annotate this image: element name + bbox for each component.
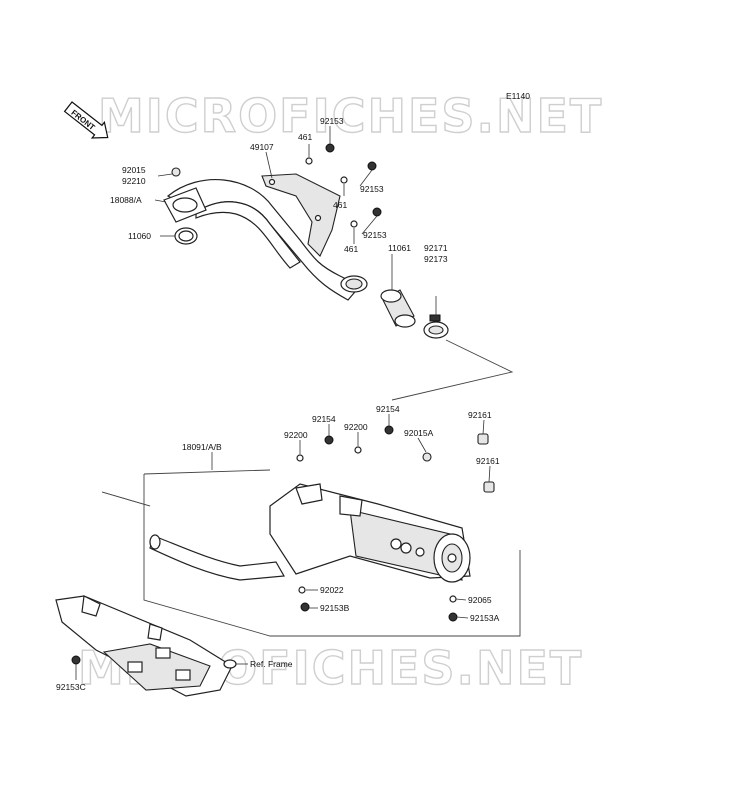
- heat-guard: [261, 173, 341, 257]
- washer-461-c: [350, 220, 358, 228]
- label-92200-b: 92200: [344, 422, 368, 432]
- bolt-92153A: [448, 612, 458, 622]
- part-labels: 92015 92210 18088/A 11060 49107 461 9215…: [56, 116, 500, 692]
- nut-92015: [171, 167, 181, 177]
- diagram-code: E1140: [506, 91, 530, 101]
- label-18091: 18091/A/B: [182, 442, 222, 452]
- watermark-top: MICROFICHES.NET: [98, 89, 603, 143]
- grommet-92161-a: [477, 433, 489, 445]
- label-92015: 92015: [122, 165, 146, 175]
- label-92022: 92022: [320, 585, 344, 595]
- label-ref-frame: Ref. Frame: [250, 659, 293, 669]
- collar-92200-a: [296, 454, 304, 462]
- sleeve-11061: [380, 289, 416, 328]
- collar-92200-b: [354, 446, 362, 454]
- label-92153A: 92153A: [470, 613, 500, 623]
- label-92173: 92173: [424, 254, 448, 264]
- label-49107: 49107: [250, 142, 274, 152]
- label-461-b: 461: [333, 200, 347, 210]
- bolt-92154-a: [324, 435, 334, 445]
- label-92154-b: 92154: [376, 404, 400, 414]
- washer-92022: [298, 586, 306, 594]
- bolt-92154-b: [384, 425, 394, 435]
- label-92200-a: 92200: [284, 430, 308, 440]
- bolt-92153-b: [367, 161, 377, 171]
- label-92161-b: 92161: [476, 456, 500, 466]
- washer-92065: [449, 595, 457, 603]
- label-92153B: 92153B: [320, 603, 350, 613]
- label-92153C: 92153C: [56, 682, 86, 692]
- label-461-c: 461: [344, 244, 358, 254]
- bolt-92153B: [300, 602, 310, 612]
- label-92065: 92065: [468, 595, 492, 605]
- muffler: [149, 483, 471, 583]
- label-11061: 11061: [388, 243, 411, 253]
- bolt-92153-a: [325, 143, 335, 153]
- label-11060: 11060: [128, 231, 151, 241]
- label-461-a: 461: [298, 132, 312, 142]
- leader-lines: [75, 126, 491, 680]
- washer-461-a: [305, 157, 313, 165]
- label-92153-a: 92153: [320, 116, 344, 126]
- label-18088: 18088/A: [110, 195, 142, 205]
- label-92210: 92210: [122, 176, 146, 186]
- washer-461-b: [340, 176, 348, 184]
- label-92153-b: 92153: [360, 184, 384, 194]
- grommet-92161-b: [483, 481, 495, 493]
- label-92161-a: 92161: [468, 410, 492, 420]
- ref-frame: [55, 595, 237, 697]
- bolt-92153C: [71, 655, 81, 665]
- bolt-92153-c: [372, 207, 382, 217]
- exhaust-pipe-upper: [163, 178, 368, 301]
- label-92153-c: 92153: [363, 230, 387, 240]
- label-92171: 92171: [424, 243, 448, 253]
- nut-92015A: [422, 452, 432, 462]
- label-92015A: 92015A: [404, 428, 434, 438]
- label-92154-a: 92154: [312, 414, 336, 424]
- clamp-92171: [423, 314, 449, 339]
